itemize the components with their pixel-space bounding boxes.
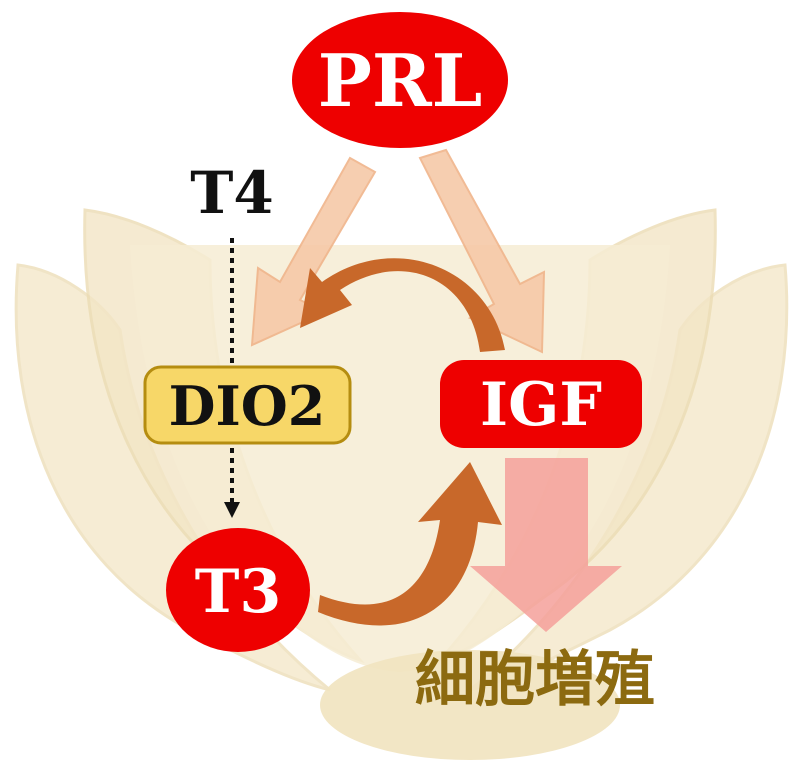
igf-to-proliferation-arrow xyxy=(470,458,622,632)
prl-node: PRL xyxy=(292,12,508,148)
t3-label: T3 xyxy=(195,557,281,627)
igf-label: IGF xyxy=(480,370,602,440)
t4-label: T4 xyxy=(190,159,274,227)
prl-arrows xyxy=(250,148,546,354)
t3-node: T3 xyxy=(166,528,310,652)
t3-to-igf-curved-arrow xyxy=(318,462,502,626)
igf-node: IGF xyxy=(440,360,642,448)
igf-to-dio2-curved-arrow xyxy=(300,258,505,352)
petal-base xyxy=(320,650,620,760)
background-petals xyxy=(14,208,789,760)
cell-proliferation-label: 細胞増殖 xyxy=(415,645,655,715)
prl-to-dio2-arrow xyxy=(250,156,377,347)
prl-label: PRL xyxy=(318,38,483,123)
dio2-label: DIO2 xyxy=(169,374,326,438)
prl-to-igf-arrow xyxy=(418,148,546,354)
dio2-node: DIO2 xyxy=(143,365,352,445)
